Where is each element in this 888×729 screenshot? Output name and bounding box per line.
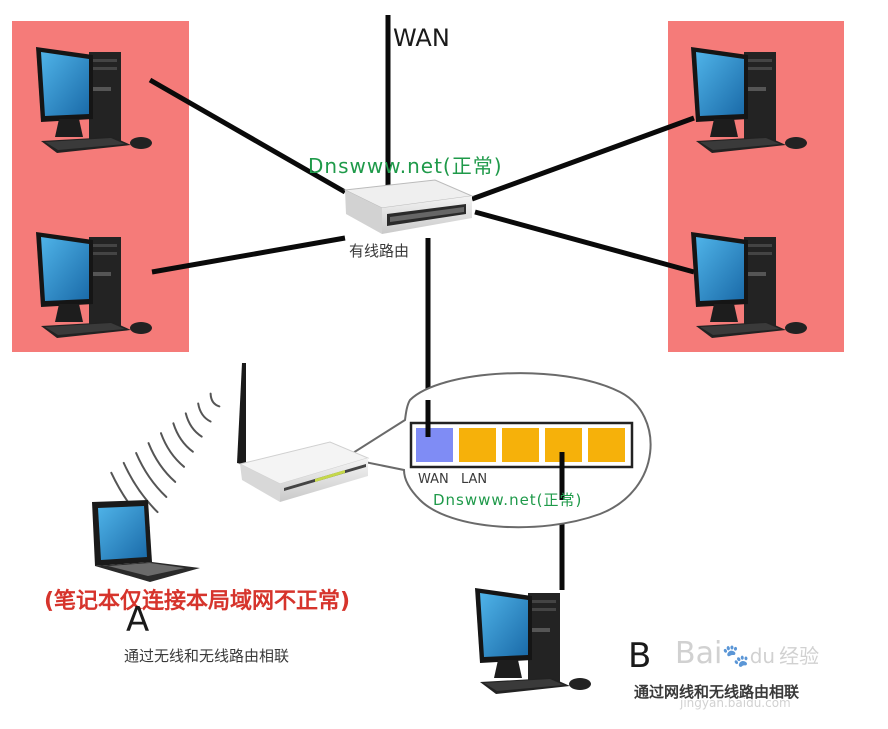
wifi-wave: [147, 442, 177, 483]
wifi-wave: [172, 422, 194, 453]
device-b-letter: B: [628, 636, 652, 676]
lan-port: [588, 428, 625, 462]
cable-right-bottom-pc: [474, 209, 695, 275]
laptop-icon: [92, 500, 200, 582]
watermark-brand-cn: 经验: [779, 644, 820, 668]
desktop-computer-icon: [36, 232, 152, 338]
wifi-wave: [184, 412, 203, 438]
wifi-wave: [209, 392, 221, 408]
wifi-wave: [197, 402, 212, 423]
desktop-computer-icon: [691, 232, 807, 338]
lan-port: [502, 428, 539, 462]
wired-router-status-label: Dnswww.net(正常): [308, 154, 503, 178]
desktop-computer-icon: [36, 47, 152, 153]
device-b-caption: 通过网线和无线路由相联: [634, 683, 800, 701]
wireless-router-status-label: Dnswww.net(正常): [433, 491, 583, 509]
wan-port-label: WAN: [418, 472, 449, 487]
device-a-caption: 通过无线和无线路由相联: [124, 647, 290, 665]
wired-router-icon: [343, 179, 474, 234]
watermark-brand-du: du: [749, 644, 776, 668]
cable-left-bottom-pc: [151, 235, 346, 275]
wifi-wave: [135, 452, 168, 498]
watermark-url: jingyan.baidu.com: [680, 696, 791, 710]
wan-port: [416, 428, 453, 462]
watermark-brand: Bai: [675, 636, 723, 671]
desktop-computer-icon: [691, 47, 807, 153]
desktop-computer-icon: [475, 588, 591, 694]
wireless-router-icon: [237, 363, 370, 502]
cable-right-top-pc: [471, 115, 695, 202]
lan-port-label: LAN: [461, 472, 488, 487]
paw-icon: 🐾: [722, 644, 750, 669]
laptop-status-label: (笔记本仅连接本局域网不正常): [44, 589, 351, 614]
lan-port: [459, 428, 496, 462]
wifi-wave: [159, 432, 186, 468]
cable-left-top-pc: [148, 77, 347, 195]
wired-router-name-label: 有线路由: [349, 242, 410, 260]
device-a-letter: A: [126, 600, 150, 640]
wifi-wave: [122, 461, 159, 514]
wan-uplink-label: WAN: [393, 24, 450, 52]
